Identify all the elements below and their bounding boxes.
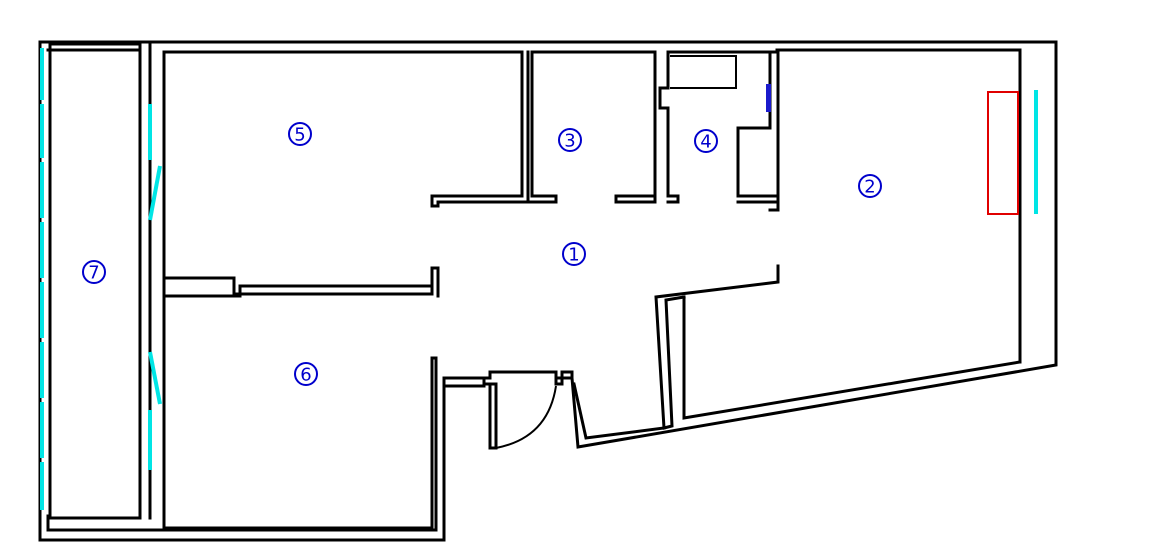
room-label-5: 5 bbox=[288, 122, 312, 146]
wall-entry-jamb-left bbox=[482, 376, 498, 450]
room-label-2-text: 2 bbox=[864, 177, 875, 198]
room-label-1-ring bbox=[562, 242, 586, 266]
room-label-5-text: 5 bbox=[294, 125, 305, 146]
wall-room5-right bbox=[430, 50, 530, 208]
room-label-7-ring bbox=[82, 260, 106, 284]
outer-wall-inner-top-3 bbox=[530, 50, 657, 202]
room-label-3: 3 bbox=[558, 128, 582, 152]
balcony-walls bbox=[48, 42, 166, 530]
room-label-2-ring bbox=[858, 174, 882, 198]
entry-door bbox=[495, 385, 557, 449]
interior-walls bbox=[162, 50, 780, 298]
wall-lower-bath-inner bbox=[572, 264, 780, 440]
window-room6-1 bbox=[148, 351, 162, 405]
window-room5-2 bbox=[148, 165, 162, 221]
wall-bottom-left-outer bbox=[46, 514, 438, 532]
room-label-7: 7 bbox=[82, 260, 106, 284]
room-label-1: 1 bbox=[562, 242, 586, 266]
outer-wall-inner-top-2 bbox=[775, 48, 1022, 90]
room-label-4: 4 bbox=[694, 129, 718, 153]
outer-wall-outline bbox=[38, 40, 1058, 542]
room-label-3-text: 3 bbox=[564, 131, 575, 152]
wall-room4-left bbox=[658, 50, 680, 204]
room-label-2: 2 bbox=[858, 174, 882, 198]
door-swing-arc bbox=[495, 385, 557, 449]
wall-entry-left-outer bbox=[442, 376, 486, 542]
wall-entry-jamb-right bbox=[554, 370, 574, 386]
fixture-room4 bbox=[766, 84, 771, 112]
outer-walls bbox=[38, 40, 1058, 542]
wall-bottom-left bbox=[164, 356, 434, 530]
room-label-1-text: 1 bbox=[568, 245, 579, 266]
room-label-4-ring bbox=[694, 129, 718, 153]
wall-room6-top bbox=[162, 284, 434, 298]
room-label-6-text: 6 bbox=[300, 365, 311, 386]
room-labels: 1 2 3 4 5 6 7 bbox=[82, 122, 882, 386]
wall-room5-bottom bbox=[162, 266, 440, 298]
wall-entry-left bbox=[430, 356, 438, 532]
room4-cabinet bbox=[670, 55, 737, 89]
outer-wall-inner-right bbox=[682, 213, 1022, 420]
radiator-room2 bbox=[987, 91, 1019, 215]
wall-lower-bath-outer bbox=[662, 295, 686, 430]
room-label-6: 6 bbox=[294, 362, 318, 386]
room-label-7-text: 7 bbox=[88, 263, 99, 284]
windows bbox=[40, 48, 1038, 510]
wall-room3-right-bottom bbox=[614, 194, 657, 204]
room-label-3-ring bbox=[558, 128, 582, 152]
wall-room4-right-outer bbox=[768, 50, 780, 212]
room-label-4-text: 4 bbox=[700, 132, 711, 153]
wall-room3-left-bottom bbox=[526, 50, 558, 204]
wall-room4-right bbox=[736, 50, 780, 204]
room-label-5-ring bbox=[288, 122, 312, 146]
room-label-6-ring bbox=[294, 362, 318, 386]
